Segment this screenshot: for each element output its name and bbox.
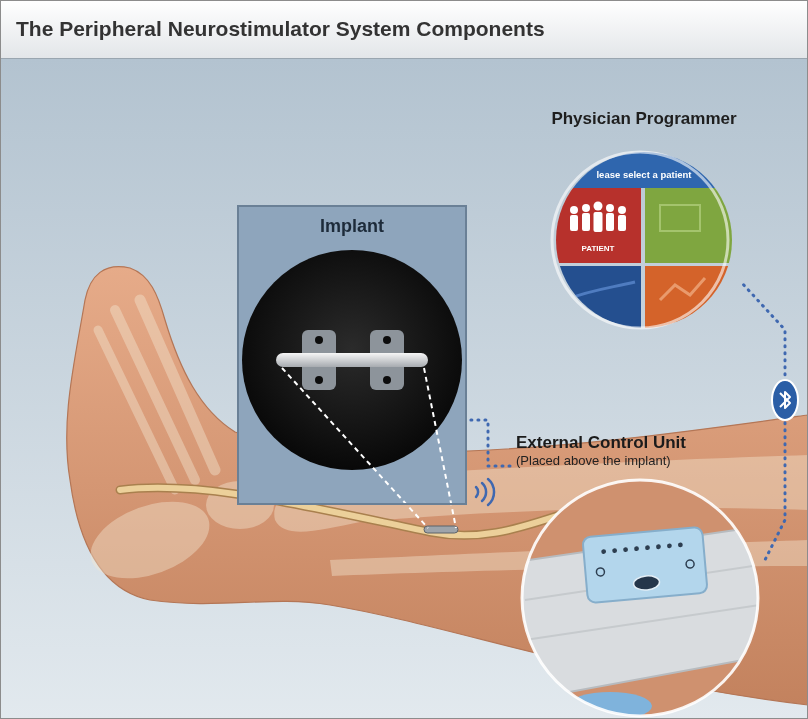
wireless-link (467, 420, 510, 466)
screen-tile-orange (645, 266, 740, 332)
led-row (601, 542, 683, 554)
tile-label: PATIENT (581, 244, 614, 254)
device-body (582, 527, 707, 603)
circle-node: Physician Programmer (544, 104, 743, 330)
node-heading: Implant (320, 215, 384, 238)
title-bar (0, 0, 808, 58)
control-unit-photo (515, 475, 770, 719)
calcaneus (80, 487, 220, 593)
node-subheading: (Placed above the implant) (516, 453, 671, 469)
device-icon (596, 568, 605, 577)
bluetooth-symbol (772, 380, 798, 420)
device-icon (686, 560, 695, 569)
circle-outline (544, 104, 743, 330)
programmer-screen (550, 150, 740, 332)
inset-panel (237, 205, 467, 505)
screen-icon (660, 205, 700, 231)
bluetooth-rune (780, 392, 790, 408)
circle-border (522, 480, 758, 716)
strap-texture (525, 565, 760, 640)
implant-rod (276, 353, 428, 367)
title-rule (0, 58, 808, 59)
circle-border (552, 152, 728, 328)
background (0, 58, 808, 719)
device-button (633, 575, 660, 591)
inset-box: Implant (237, 205, 467, 505)
wireless-waves (476, 479, 494, 505)
tab-hole (315, 376, 323, 384)
control-unit-device (582, 527, 707, 603)
metatarsal (98, 330, 175, 490)
wireless-link (744, 285, 785, 560)
circle-node: External Control Unit(Placed above the i… (510, 426, 765, 719)
node-heading: External Control Unit (516, 432, 686, 453)
bluetooth-badge (772, 380, 798, 420)
inset-dark-circle (242, 250, 462, 470)
screen-prompt: lease select a patient (596, 169, 691, 180)
strap (515, 525, 770, 702)
tab-hole (383, 336, 391, 344)
circle-outline (510, 426, 765, 719)
node-heading: Physician Programmer (551, 108, 736, 129)
screen-header (550, 150, 740, 188)
implant-on-nerve (424, 526, 458, 533)
diagram-title: The Peripheral Neurostimulator System Co… (16, 16, 545, 41)
screen-tile-blue (550, 266, 641, 332)
screen-icon (660, 278, 705, 300)
implant-inset (237, 205, 467, 505)
patient-icons (570, 202, 626, 233)
tab-hole (315, 336, 323, 344)
tab-hole (383, 376, 391, 384)
